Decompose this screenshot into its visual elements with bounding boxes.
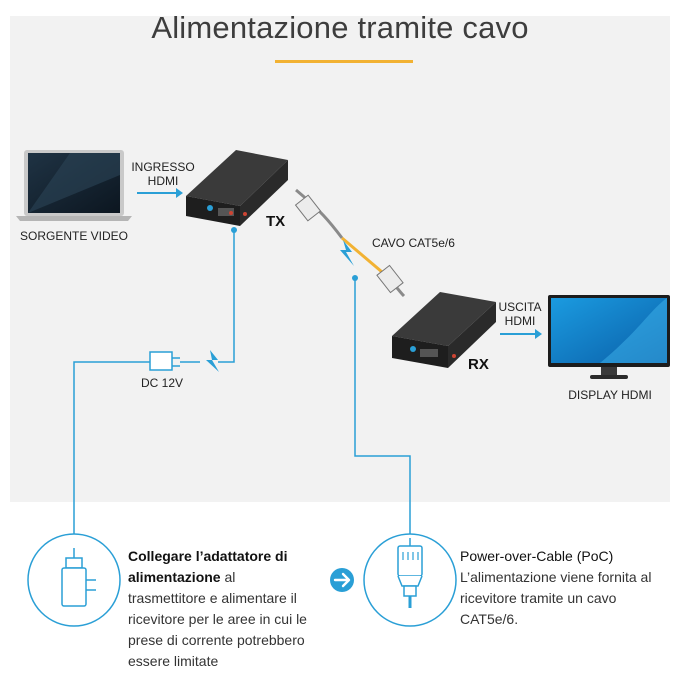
laptop-icon [16,150,132,221]
note-adapter-line-5: prese di corrente potrebbero [128,632,305,648]
note-poc-line-2: ricevitore tramite un cavo [460,590,617,606]
note-adapter-line-6: essere limitate [128,653,219,669]
arrow-hdmi-in [137,188,183,198]
note-poc-title: Power-over-Cable (PoC) [460,548,614,564]
poc-power-line [352,275,413,541]
label-hdmi-in-line2: HDMI [147,174,179,188]
note-adapter-line-3: trasmettitore e alimentare il [128,590,297,606]
background-panel [10,16,670,502]
note-adapter-rest-1: al [220,569,236,585]
rj45-connector-icon [363,533,457,627]
label-rx: RX [468,356,489,373]
arrow-hdmi-out [500,329,542,339]
rx-device-icon [392,292,496,368]
label-hdmi-out-line1: USCITA [498,300,542,314]
power-adapter-icon [27,533,121,627]
lightning-bolt-icon [206,350,219,372]
label-source: SORGENTE VIDEO [19,229,129,243]
label-dc: DC 12V [140,376,184,390]
note-poc-line-1: L’alimentazione viene fornita al [460,569,652,585]
dc-power-line [71,227,237,551]
label-cable: CAVO CAT5e/6 [372,236,455,250]
cat-cable [294,188,406,298]
label-display: DISPLAY HDMI [568,388,652,402]
tx-device-icon [186,150,288,226]
note-poc-line-3: CAT5e/6. [460,611,519,627]
label-tx: TX [266,213,286,230]
note-poc: Power-over-Cable (PoC) L’alimentazione v… [460,546,675,630]
page-title: Alimentazione tramite cavo [151,10,529,45]
note-adapter-bold-2: alimentazione [128,569,221,585]
monitor-icon [548,295,670,379]
label-hdmi-in-line1: INGRESSO [131,160,195,174]
note-adapter-line-4: ricevitore per le aree in cui le [128,611,307,627]
note-adapter-bold-1: Collegare l’adattatore di [128,548,288,564]
label-hdmi-out-line2: HDMI [504,314,536,328]
title-underline [275,60,413,63]
note-adapter: Collegare l’adattatore di alimentazione … [128,546,328,672]
arrow-right-icon [330,568,354,592]
lightning-bolt-icon [340,240,354,266]
power-adapter-small-icon [149,351,173,371]
